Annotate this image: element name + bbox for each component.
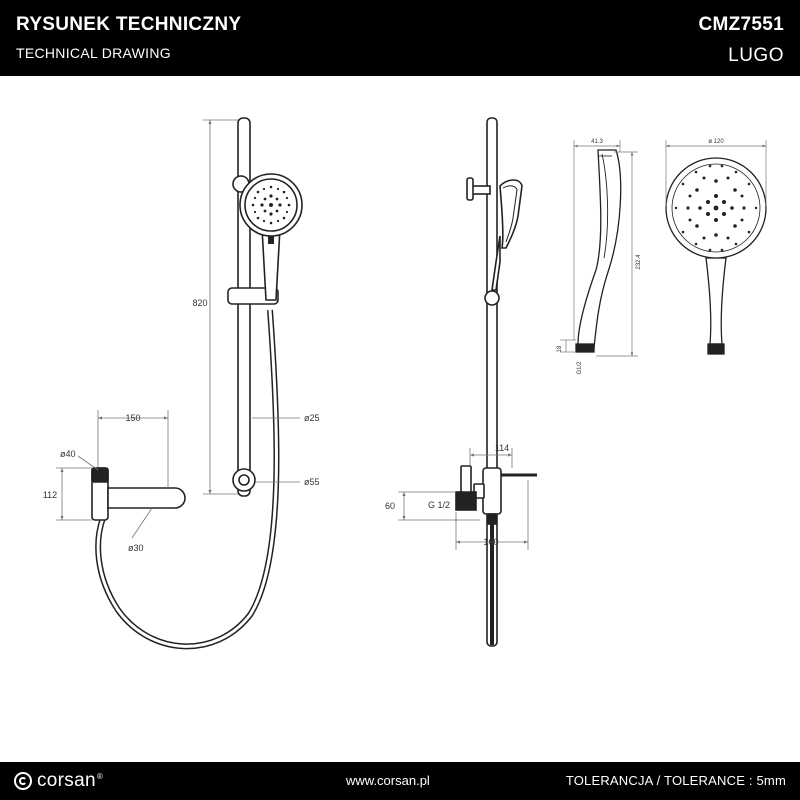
footer-bar: corsan® www.corsan.pl TOLERANCJA / TOLER… — [0, 762, 800, 800]
tolerance-note: TOLERANCJA / TOLERANCE : 5mm — [565, 773, 786, 788]
side-dimension-labels: 114 60 G 1/2 160 — [385, 443, 509, 547]
title-polish: RYSUNEK TECHNICZNY — [16, 14, 242, 35]
head-front-dimensions — [665, 140, 767, 206]
side-mixer-body — [482, 467, 502, 515]
dim-side-width: 114 — [495, 443, 509, 453]
dim-head-diameter: ø 120 — [708, 139, 724, 145]
front-dimensions — [56, 119, 300, 539]
side-slider — [484, 290, 500, 306]
dim-height-total: 820 — [192, 298, 207, 308]
dim-inlet-height: 60 — [385, 501, 395, 511]
corsan-logo-icon — [14, 772, 32, 790]
side-view — [455, 117, 537, 647]
brand-name: corsan — [37, 770, 96, 791]
product-model: LUGO — [728, 45, 784, 66]
dim-spout-diameter: ø30 — [128, 543, 144, 553]
dim-wall-mount-diameter: ø55 — [304, 477, 320, 487]
front-slide-bar — [237, 117, 251, 497]
head-side-connector — [575, 343, 595, 353]
dim-bar-diameter: ø25 — [304, 413, 320, 423]
head-front-view — [665, 157, 767, 355]
head-side-view — [575, 149, 622, 353]
dim-head-height: 232.4 — [636, 254, 642, 270]
product-code: CMZ7551 — [698, 14, 784, 35]
head-front-connector — [707, 343, 725, 355]
dim-thread: G 1/2 — [428, 500, 450, 510]
title-english: TECHNICAL DRAWING — [16, 45, 171, 61]
brand-logo: corsan® — [14, 770, 103, 792]
header-bar: RYSUNEK TECHNICZNY TECHNICAL DRAWING CMZ… — [0, 0, 800, 76]
head-side-dimensions — [560, 140, 638, 357]
side-inlet — [455, 491, 477, 511]
registered-mark: ® — [96, 771, 103, 781]
dim-head-conn-a: 18 — [557, 345, 563, 352]
front-dimension-labels: 820 150 ø25 ø55 ø40 112 ø30 — [43, 298, 320, 553]
dim-head-conn-b: G1/2 — [577, 361, 583, 375]
dim-mixer-diameter: ø40 — [60, 449, 76, 459]
website-link[interactable]: www.corsan.pl — [346, 773, 430, 788]
head-side-dimension-labels: 41.3 232.4 18 G1/2 — [557, 139, 642, 375]
dim-mixer-height: 112 — [43, 490, 57, 500]
side-dimensions — [398, 448, 529, 550]
front-head-nozzles — [251, 185, 291, 225]
side-handle — [491, 235, 501, 291]
side-shower-head — [499, 179, 523, 249]
dim-spout-length: 150 — [125, 413, 140, 423]
front-spout — [107, 487, 186, 509]
front-view — [91, 117, 303, 650]
dim-head-depth: 41.3 — [591, 139, 603, 145]
head-front-nozzles — [674, 164, 758, 252]
dim-side-base-width: 160 — [483, 537, 498, 547]
